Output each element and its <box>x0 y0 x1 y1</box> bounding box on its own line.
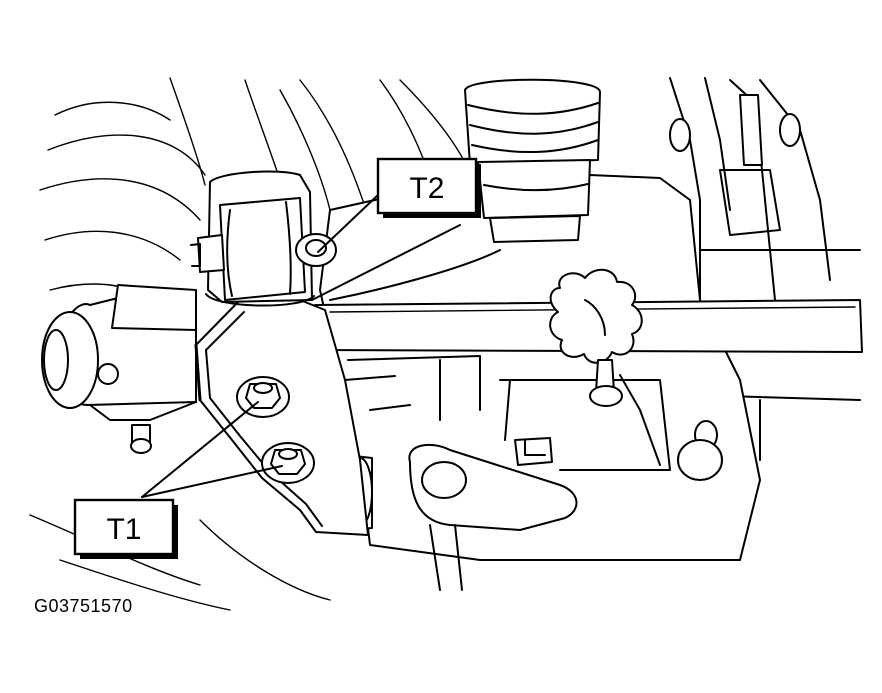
linkage-arm <box>408 437 578 591</box>
callout-t2: T2 <box>376 157 481 218</box>
label-t1: T1 <box>106 513 141 546</box>
t2-leader-line <box>317 194 379 253</box>
t1-nut-lower <box>261 442 315 484</box>
actuator-boot <box>464 78 601 243</box>
left-shaft-assembly <box>41 284 197 454</box>
t1-nut-upper <box>236 376 290 418</box>
knob-handle <box>549 268 643 407</box>
mount-bracket <box>194 299 369 536</box>
leader-lines <box>141 194 461 498</box>
t1-leader-line-lower <box>141 465 283 498</box>
rubber-mount <box>190 170 337 307</box>
label-t2: T2 <box>409 172 444 205</box>
t1-leader-line-upper <box>141 401 259 498</box>
figure-code: G03751570 <box>34 596 133 616</box>
callout-t1: T1 <box>73 498 178 559</box>
